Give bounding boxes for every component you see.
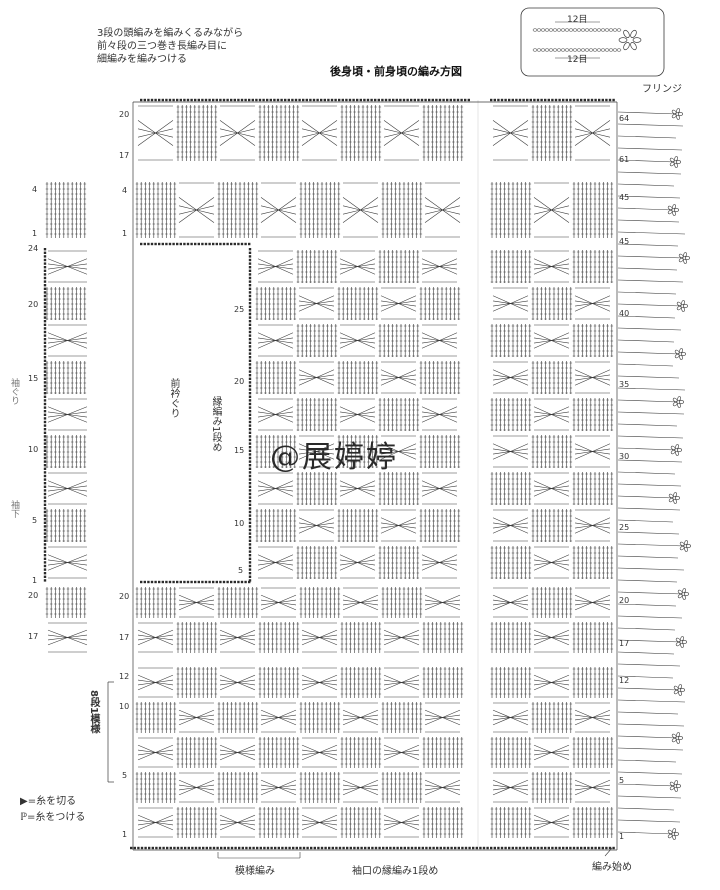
underarm-label: 袖下 [9,500,19,518]
row-number: 17 [119,633,130,642]
row-number: 1 [32,576,38,585]
row-number: 1 [122,830,128,839]
edge-row-label: 縁編み1段め [210,396,221,453]
diagram-title: 後身頃・前身頃の編み方図 [330,65,462,78]
row-number: 15 [28,374,39,383]
row-number: 1 [32,229,38,238]
row-number: 17 [119,151,130,160]
pattern-label: 模様編み [235,866,275,877]
start-label: 編み始め [592,862,632,873]
row-number: 30 [619,452,630,461]
row-number: 10 [234,519,245,528]
legend-cut-text: =糸を切る [27,796,77,807]
row-number: 45 [619,237,630,246]
row-number: 17 [28,632,39,641]
row-number: 15 [234,446,245,455]
row-number: 20 [28,591,39,600]
note-line-1: 3段の頭編みを編みくるみながら [97,28,244,39]
row-number: 20 [119,592,130,601]
legend-join-text: =糸をつける [27,812,86,823]
pattern-repeat-label: 8段1模様 [88,690,99,734]
row-number: 5 [122,771,128,780]
row-number: 1 [619,832,625,841]
row-number: 4 [122,186,128,195]
row-number: 40 [619,309,630,318]
row-number: 20 [28,300,39,309]
fringe-count-bottom: 12目 [567,55,588,65]
fringe-count-top: 12目 [567,15,588,25]
row-number: 25 [234,305,245,314]
watermark: @展婷婷 [270,440,398,475]
row-number: 5 [32,516,38,525]
row-number: 1 [122,229,128,238]
row-number: 12 [619,676,630,685]
legend-cut: ▶=糸を切る [20,796,77,807]
row-number: 24 [28,244,39,253]
row-number: 5 [238,566,244,575]
row-number: 5 [619,776,625,785]
row-number: 45 [619,193,630,202]
armhole-label: 袖ぐり [9,378,19,405]
row-number: 10 [119,702,130,711]
fringe-label: フリンジ [642,84,682,95]
row-number: 17 [619,639,630,648]
note-line-3: 細編みを編みつける [97,54,187,65]
row-number: 20 [619,596,630,605]
row-number: 35 [619,380,630,389]
row-number: 4 [32,185,38,194]
front-neck-label: 前衿ぐり [168,378,179,418]
row-number: 20 [234,377,245,386]
row-number: 12 [119,672,130,681]
note-line-2: 前々段の三つ巻き長編み目に [97,41,227,52]
legend-join: ℙ=糸をつける [20,812,86,823]
row-number: 61 [619,155,630,164]
row-number: 64 [619,114,630,123]
row-number: 20 [119,110,130,119]
cuff-label: 袖口の縁編み1段め [352,866,439,877]
row-number: 25 [619,523,630,532]
row-number: 10 [28,445,39,454]
